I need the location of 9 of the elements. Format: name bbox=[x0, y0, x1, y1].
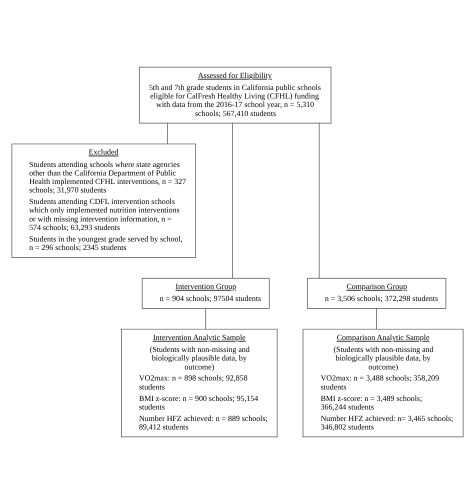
node-box: Intervention Analytic Sample (Students with non-missing and biologically plausible data, by outcome) VO2max: n = 898 schools; 92,858 students BMI z-score: n = 900 schools; 95,154 students Number HFZ achieved: n = 889 schools; 89,412 students bbox=[120, 328, 278, 437]
node-box: Assessed for Eligibility 5th and 7th grade students in California public schools eligible for CalFresh Healthy Living (CFHL) funding with data from the 2016-17 school year, n = 5,310 schools; 567,410 students bbox=[138, 66, 331, 123]
connector bbox=[166, 122, 168, 144]
node-box: Intervention Group n = 904 schools; 97504 students bbox=[141, 277, 270, 308]
connector bbox=[204, 308, 206, 329]
connector bbox=[318, 122, 320, 278]
node-box: Comparison Analytic Sample (Students with non-missing and biologically plausible data, by outcome) VO2max: n = 3,488 schools; 358,209 students BMI z-score: n = 3,489 schools; 366,244 students Number HFZ achieved: n= 3,465 schools; 346,802 students bbox=[302, 328, 463, 437]
node-box: Excluded Students attending schools where state agencies other than the California Department of Public Health implemented CFHL interventions, n = 327 schools; 31,970 students Students attending CDFL intervention schools which only implemented nutrition interventions or with missing intervention information, n = 574 schools; 63,293 students Students in the youngest grade served by school, n = 296 schools; 2345 students bbox=[11, 143, 196, 258]
node-box: Comparison Group n = 3,506 schools; 372,298 students bbox=[306, 277, 446, 308]
